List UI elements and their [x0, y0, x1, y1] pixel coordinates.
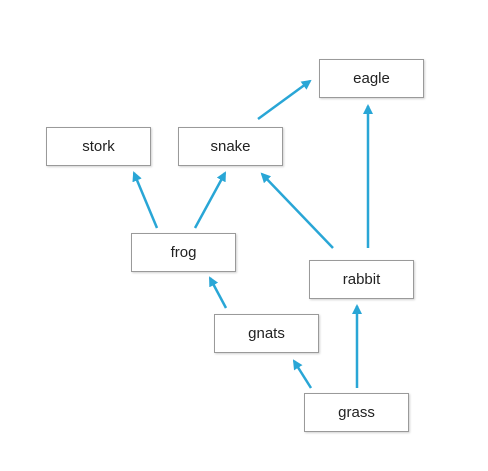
node-rabbit: rabbit	[309, 260, 414, 299]
node-stork: stork	[46, 127, 151, 166]
arrow-gnats-to-frog	[208, 276, 228, 309]
arrow-snake-to-eagle	[257, 79, 312, 121]
node-grass-label: grass	[338, 404, 375, 421]
node-frog-label: frog	[170, 244, 197, 261]
node-gnats-label: gnats	[248, 325, 285, 342]
node-gnats: gnats	[214, 314, 319, 353]
arrow-frog-to-stork	[132, 171, 159, 229]
node-stork-label: stork	[82, 138, 115, 155]
node-rabbit-label: rabbit	[342, 271, 381, 288]
arrow-frog-to-snake	[193, 171, 227, 229]
arrow-rabbit-to-snake	[260, 172, 334, 249]
node-grass: grass	[304, 393, 409, 432]
node-snake: snake	[178, 127, 283, 166]
node-eagle: eagle	[319, 59, 424, 98]
node-snake-label: snake	[210, 138, 251, 155]
arrows-layer	[132, 79, 373, 389]
node-eagle-label: eagle	[353, 70, 390, 87]
node-frog: frog	[131, 233, 236, 272]
arrow-grass-to-gnats	[292, 359, 313, 389]
